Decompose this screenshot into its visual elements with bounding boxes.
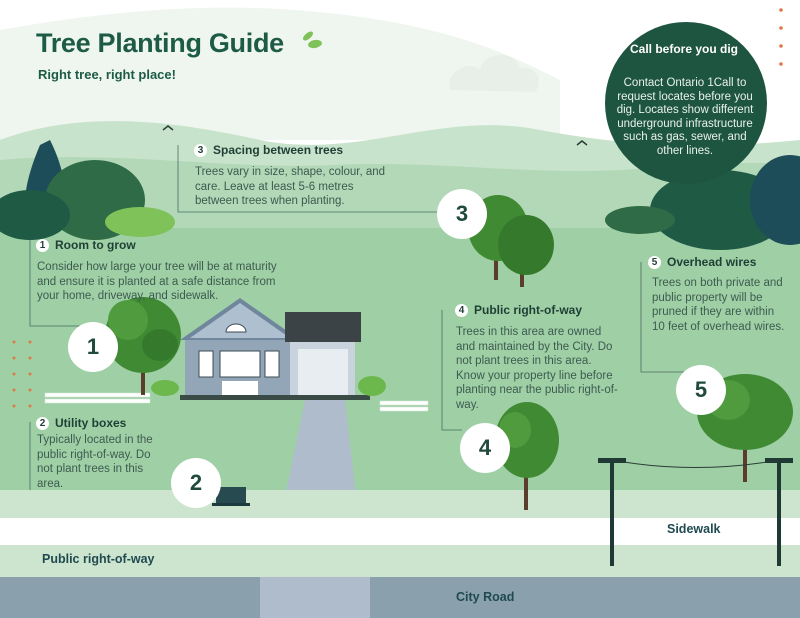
section-2-text: Typically located in the public right-of… xyxy=(37,434,153,490)
bird-icon xyxy=(576,140,588,146)
boulevard xyxy=(0,490,800,518)
bird-icon xyxy=(162,125,174,131)
city-road xyxy=(0,577,800,618)
fence xyxy=(44,392,429,412)
section-3-text: Trees vary in size, shape, colour, and c… xyxy=(195,166,386,207)
section-1-heading: 1 Room to grow xyxy=(36,238,136,252)
section-title: Public right-of-way xyxy=(474,303,582,317)
tree-1 xyxy=(105,297,181,395)
section-number: 2 xyxy=(36,416,49,430)
section-number: 5 xyxy=(648,255,661,269)
leaf-icon xyxy=(308,39,322,49)
badge-4: 4 xyxy=(460,423,510,473)
leaf-icon xyxy=(303,31,313,41)
sidewalk xyxy=(0,518,800,545)
call-box-circle xyxy=(605,22,767,184)
section-4-text: Trees in this area are owned and maintai… xyxy=(456,326,618,411)
section-3-heading: 3 Spacing between trees xyxy=(194,143,343,157)
tree-4 xyxy=(495,402,559,510)
dot-pattern xyxy=(12,340,32,408)
city-road-label: City Road xyxy=(456,590,515,604)
utility-poles xyxy=(598,458,793,566)
badge-1: 1 xyxy=(68,322,118,372)
section-title: Room to grow xyxy=(55,238,136,252)
page-subtitle: Right tree, right place! xyxy=(38,67,176,82)
public-row-label: Public right-of-way xyxy=(42,552,155,566)
section-5-text: Trees on both private and public propert… xyxy=(652,277,785,333)
call-box-text: Contact Ontario 1Call to request locates… xyxy=(616,77,754,157)
sidewalk-label: Sidewalk xyxy=(667,522,721,536)
badge-5: 5 xyxy=(676,365,726,415)
house xyxy=(180,298,370,400)
section-1-text: Consider how large your tree will be at … xyxy=(37,261,277,302)
cloud xyxy=(449,54,540,92)
section-5-heading: 5 Overhead wires xyxy=(648,255,756,269)
section-title: Utility boxes xyxy=(55,416,127,430)
section-number: 1 xyxy=(36,238,49,252)
section-4-heading: 4 Public right-of-way xyxy=(455,303,582,317)
public-row-band xyxy=(0,545,800,577)
utility-box xyxy=(216,487,246,504)
section-title: Overhead wires xyxy=(667,255,757,269)
badge-2: 2 xyxy=(171,458,221,508)
badge-3: 3 xyxy=(437,189,487,239)
section-2-heading: 2 Utility boxes xyxy=(36,416,126,430)
page-title: Tree Planting Guide xyxy=(36,28,284,58)
section-number: 3 xyxy=(194,143,207,157)
call-box-title: Call before you dig xyxy=(629,42,738,56)
section-number: 4 xyxy=(455,303,468,317)
section-title: Spacing between trees xyxy=(213,143,344,157)
